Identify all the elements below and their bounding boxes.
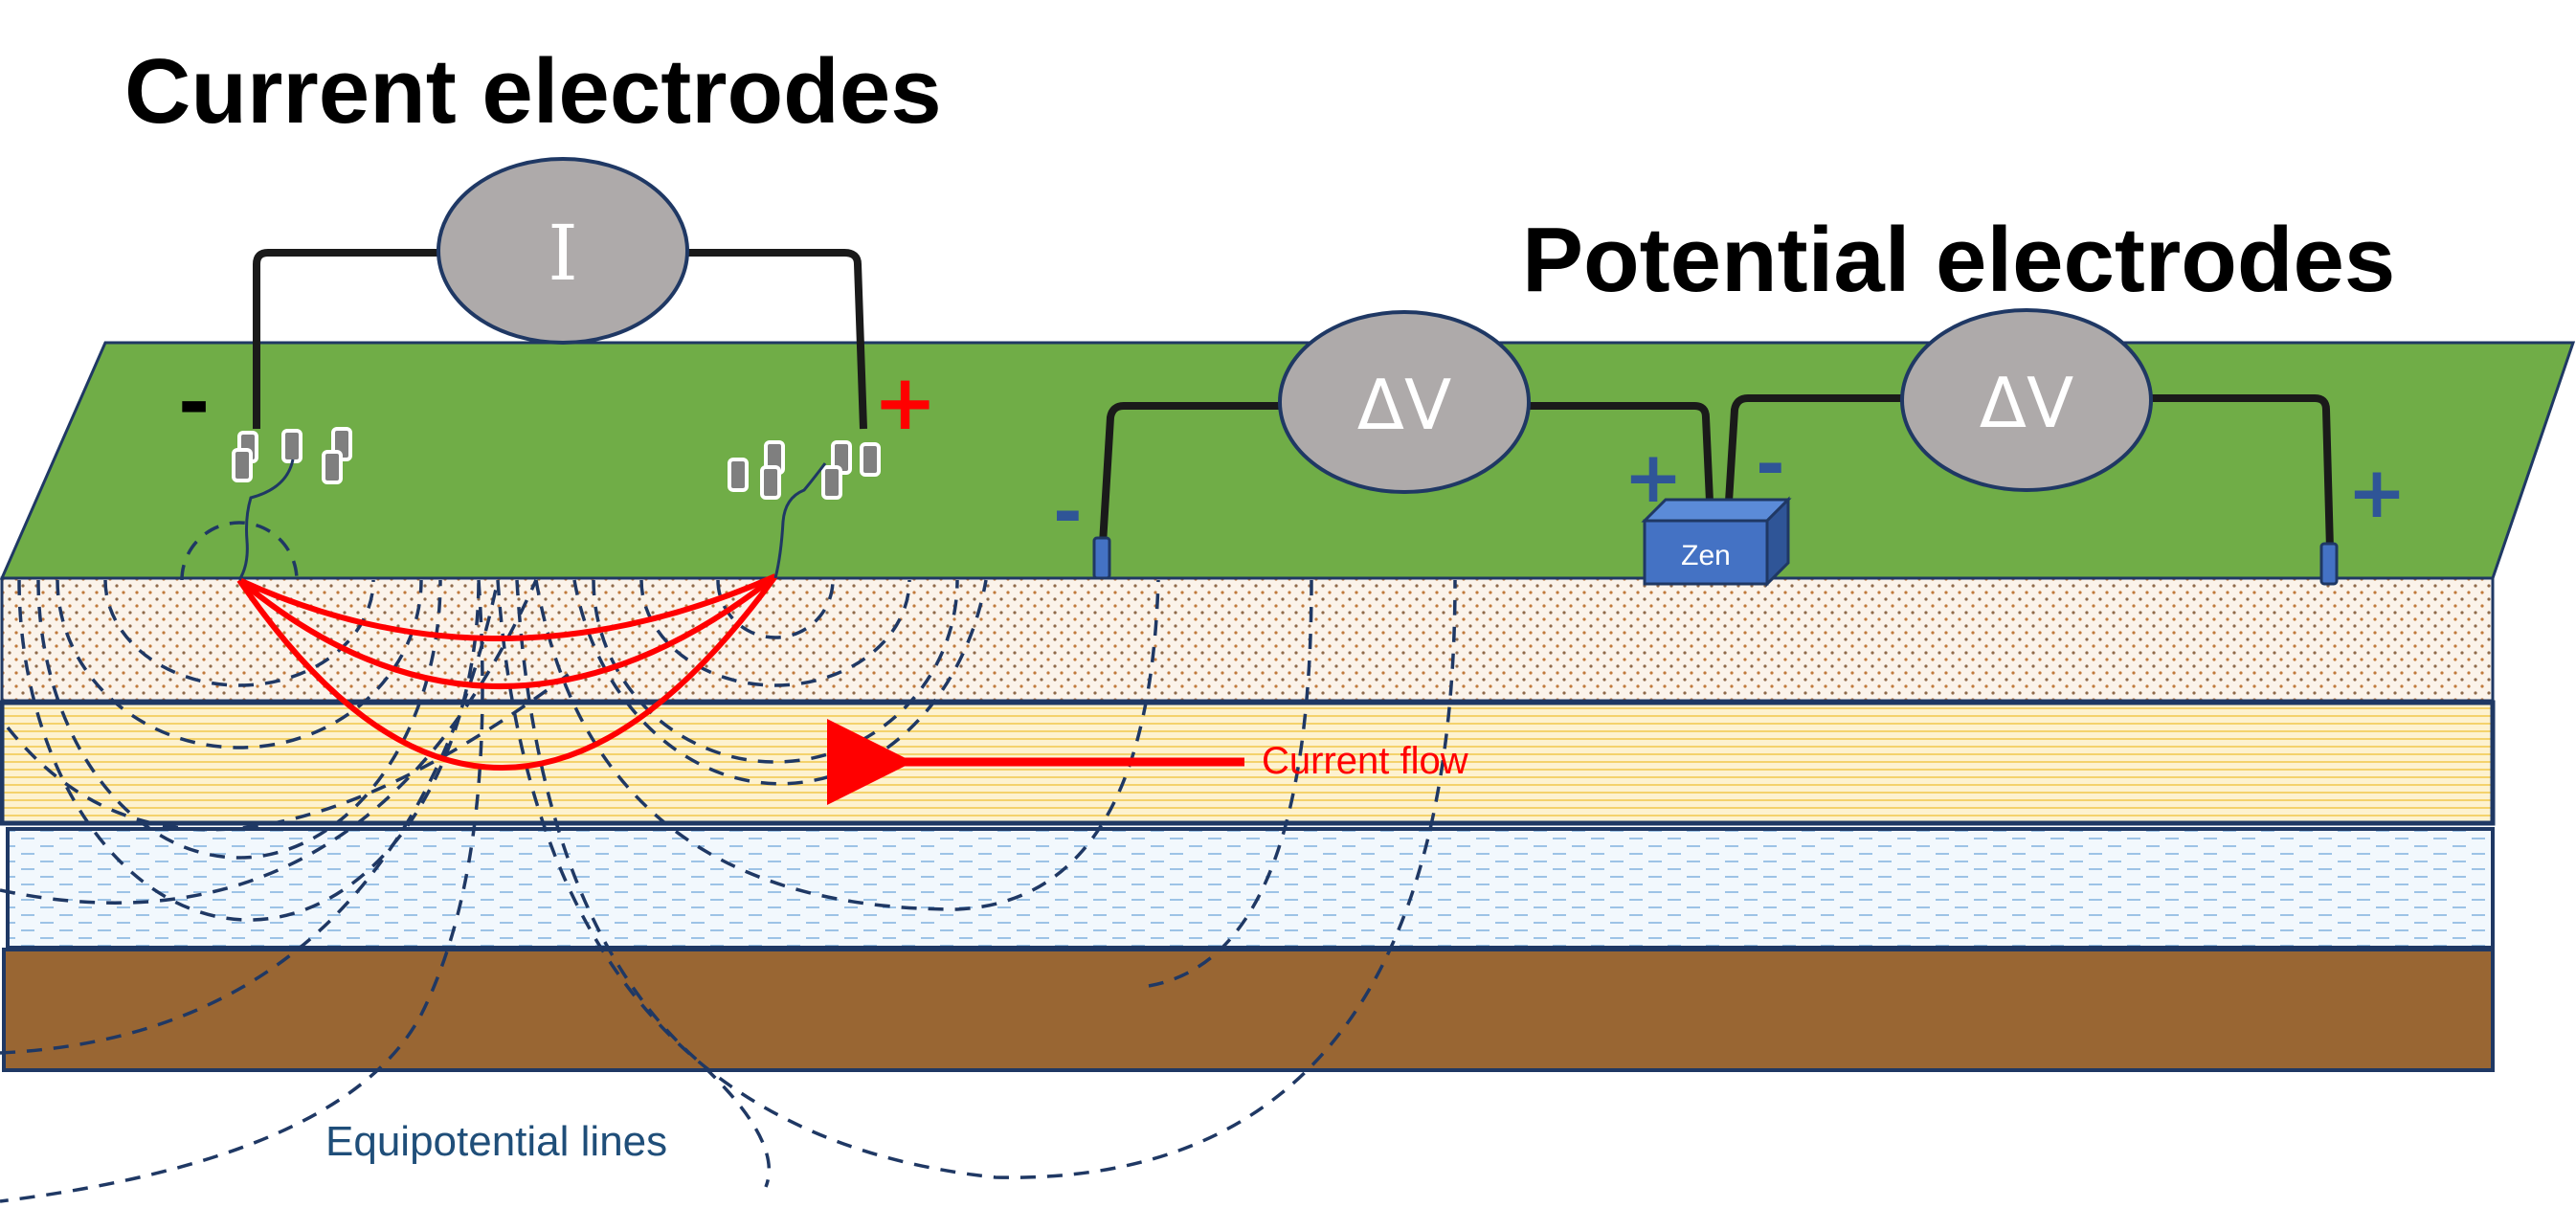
voltage-meter-1 (1278, 310, 1531, 494)
current-flow-label: Current flow (1262, 740, 1468, 782)
layer-1-sand (0, 576, 2495, 703)
current-meter-label: I (548, 209, 578, 298)
potential-electrode-1 (1092, 536, 1111, 580)
subsurface-layers (0, 576, 2496, 1072)
current-meter (437, 157, 689, 345)
current-positive-sign: + (873, 358, 937, 447)
potential-cable-1 (1099, 402, 1714, 545)
positive-current-electrode-cluster (728, 440, 881, 579)
layer-3-water (6, 827, 2495, 950)
dv1-negative-sign: - (1053, 471, 1083, 553)
current-flow-line (237, 573, 777, 641)
zen-receiver-label: Zen (1681, 540, 1731, 571)
voltage-meter-2-label: ΔV (1980, 363, 2074, 443)
potential-electrodes-title: Potential electrodes (1522, 209, 2395, 311)
dv2-positive-sign: + (2347, 452, 2407, 534)
layer-4-clay (2, 948, 2495, 1072)
current-flow-line (236, 574, 778, 771)
dv2-negative-sign: - (1756, 423, 1785, 505)
potential-electrode-2 (2319, 542, 2339, 586)
potential-cable-2 (1725, 394, 2334, 550)
equipotential-lines (0, 521, 1457, 1203)
negative-current-electrode-cluster (232, 427, 352, 581)
current-cable (253, 249, 867, 430)
current-electrodes-title: Current electrodes (124, 40, 942, 143)
current-negative-sign: - (178, 358, 210, 447)
current-flow-line (237, 573, 777, 689)
current-flow-lines (236, 573, 778, 771)
layer-2-yellow (0, 700, 2496, 826)
dv1-positive-sign: + (1624, 436, 1683, 519)
voltage-meter-2 (1900, 308, 2153, 492)
equipotential-lines-label: Equipotential lines (325, 1118, 667, 1165)
zen-receiver: Zen (1641, 496, 1792, 588)
voltage-meter-1-label: ΔV (1357, 365, 1452, 445)
